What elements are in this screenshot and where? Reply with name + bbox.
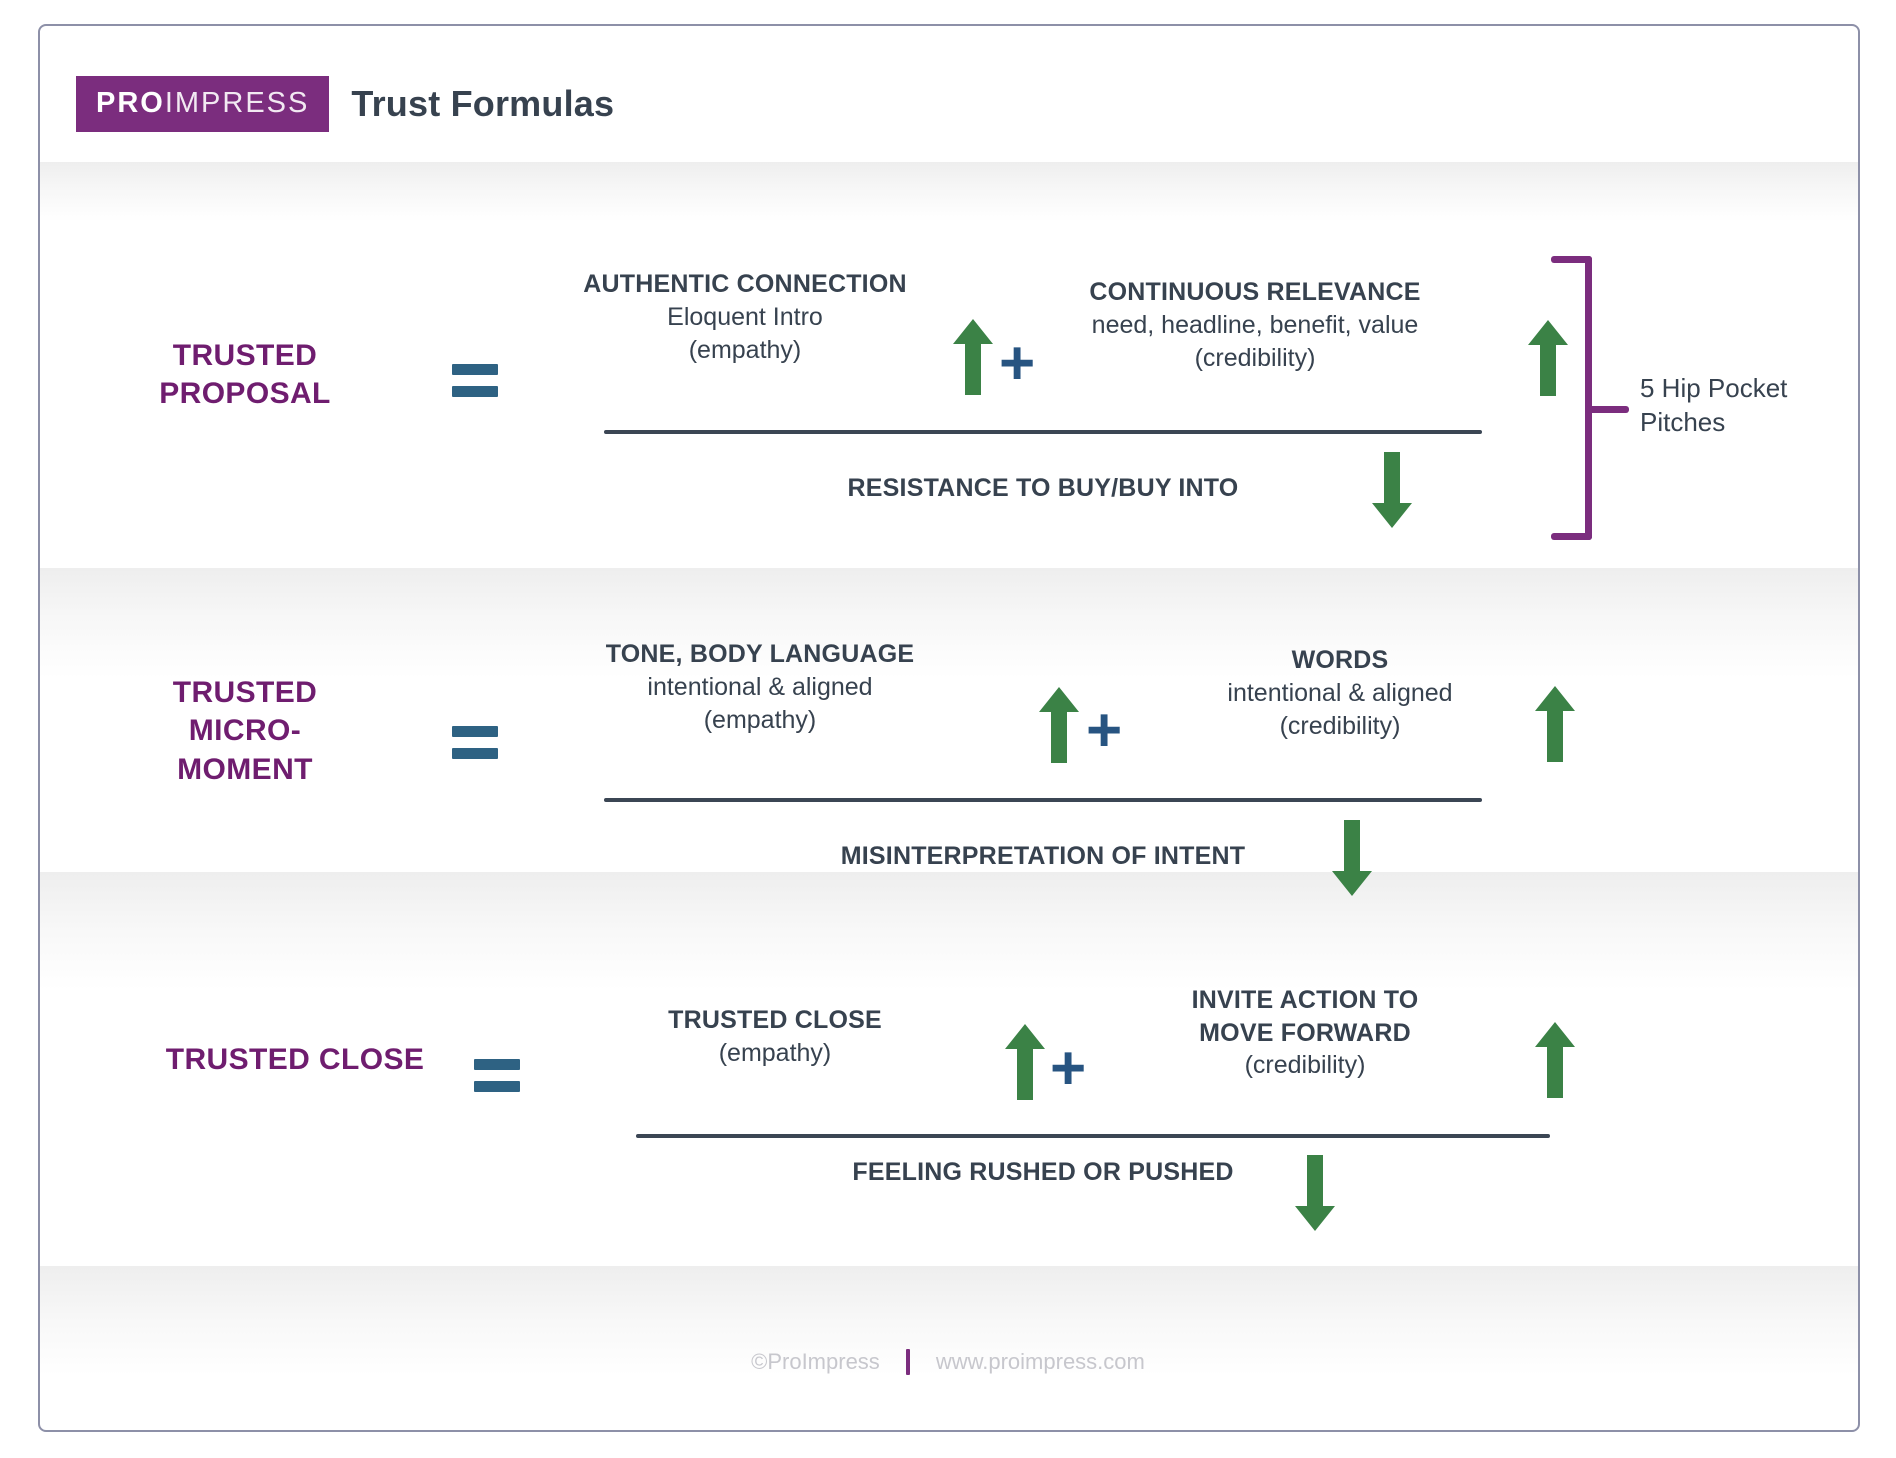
numerator-right-words: WORDS intentional & aligned (credibility… [1150,644,1530,743]
arrow-up-icon-outcome [1535,686,1575,762]
numerator-left-trusted-close: TRUSTED CLOSE (empathy) [590,1004,960,1070]
term-subtext-1: Eloquent Intro [667,302,823,331]
term-heading: WORDS [1291,646,1389,674]
equals-icon [474,1059,520,1092]
term-heading-line-2: MOVE FORWARD [1199,1018,1411,1047]
bracket-arm-bottom [1551,533,1592,540]
label-line-1: TRUSTED [172,676,318,709]
term-subtext-1: need, headline, benefit, value [1091,310,1419,339]
page-title: Trust Formulas [351,83,615,124]
term-subtext-1: intentional & aligned [1227,678,1453,707]
bracket-label-line-1: 5 Hip Pocket [1640,373,1788,403]
label-line-2: PROPOSAL [159,377,331,411]
numerator-left-tone-body-language: TONE, BODY LANGUAGE intentional & aligne… [570,638,950,737]
term-subtext-1: (empathy) [718,1038,832,1067]
bracket-icon [1551,256,1629,540]
logo-impress-text: IMPRESS [164,87,310,119]
term-subtext-2: (credibility) [1279,711,1401,740]
footer-divider [905,1349,910,1375]
equals-icon [452,364,498,397]
bracket-label-line-2: Pitches [1640,406,1726,437]
arrow-up-icon [1039,687,1079,763]
numerator-right-continuous-relevance: CONTINUOUS RELEVANCE need, headline, ben… [1060,276,1450,375]
arrow-down-icon [1295,1155,1335,1231]
footer: ©ProImpress www.proimpress.com [0,1349,1896,1375]
bracket-arm-middle [1585,406,1629,413]
fraction-bar [636,1134,1550,1138]
fraction-bar [604,430,1482,434]
logo-pro-text: PRO [96,87,165,119]
numerator-left-authentic-connection: AUTHENTIC CONNECTION Eloquent Intro (emp… [560,268,930,367]
denominator-misinterpretation: MISINTERPRETATION OF INTENT [840,842,1246,870]
term-subtext-1: (credibility) [1244,1051,1366,1079]
term-subtext-1: intentional & aligned [647,672,873,701]
term-subtext-2: (empathy) [688,335,802,364]
term-subtext-2: (credibility) [1194,343,1316,372]
label-line-3: MOMENT [177,752,313,786]
arrow-up-icon [953,319,993,395]
arrow-down-icon [1372,452,1412,528]
formula-label-trusted-proposal: TRUSTED PROPOSAL [150,337,340,414]
numerator-right-invite-action: INVITE ACTION TO MOVE FORWARD (credibili… [1110,984,1500,1082]
denominator-feeling-rushed: FEELING RUSHED OR PUSHED [852,1158,1234,1186]
arrow-up-icon-outcome [1535,1022,1575,1098]
plus-icon: + [1050,1034,1087,1103]
term-heading: AUTHENTIC CONNECTION [583,270,907,298]
formula-label-trusted-close: TRUSTED CLOSE [150,1041,440,1079]
footer-website[interactable]: www.proimpress.com [935,1349,1145,1374]
equals-icon [452,726,498,759]
bracket-spine [1585,256,1592,540]
label-line-1: TRUSTED CLOSE [165,1043,425,1076]
plus-icon: + [999,329,1036,398]
label-line-1: TRUSTED [172,339,318,372]
bracket-arm-top [1551,256,1592,263]
label-line-2: MICRO- [188,714,302,748]
term-heading: TRUSTED CLOSE [668,1006,882,1034]
bracket-label-hip-pocket-pitches: 5 Hip Pocket Pitches [1640,372,1840,440]
arrow-up-icon [1005,1024,1045,1100]
term-subtext-2: (empathy) [703,705,817,734]
arrow-down-icon [1332,820,1372,896]
term-heading: CONTINUOUS RELEVANCE [1089,278,1421,306]
term-heading-line-1: INVITE ACTION TO [1191,986,1419,1014]
denominator-resistance: RESISTANCE TO BUY/BUY INTO [847,474,1239,502]
term-heading: TONE, BODY LANGUAGE [605,640,915,668]
footer-copyright: ©ProImpress [751,1349,880,1374]
arrow-up-icon-outcome [1528,320,1568,396]
plus-icon: + [1086,696,1123,765]
formula-label-trusted-micro-moment: TRUSTED MICRO- MOMENT [150,674,340,789]
fraction-bar [604,798,1482,802]
